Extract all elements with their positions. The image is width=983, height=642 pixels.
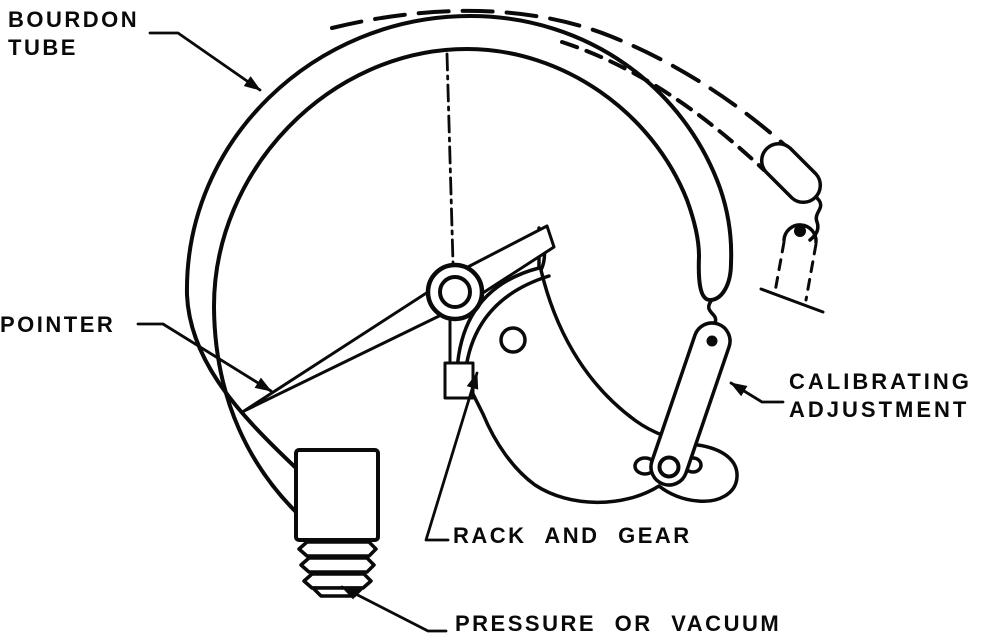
label-pointer: POINTER — [0, 312, 116, 337]
label-bourdon-tube: BOURDON TUBE — [8, 6, 139, 62]
break-slash — [759, 287, 825, 314]
pressure-fitting — [294, 448, 380, 598]
label-calibrating-line2: ADJUSTMENT — [789, 397, 970, 422]
label-bourdon-tube-line1: BOURDON — [8, 7, 140, 32]
gear-sector-rim — [463, 274, 551, 378]
leader-rack-and-gear — [424, 371, 479, 542]
bourdon-tube-deflected-dashed — [330, 8, 825, 314]
pointer-alternate-dashdot — [445, 52, 455, 265]
leader-lines — [136, 31, 785, 633]
label-pressure-or-vacuum: PRESSURE OR VACUUM — [455, 611, 782, 636]
pointer-hub — [425, 262, 485, 322]
label-bourdon-tube-line2: TUBE — [8, 35, 78, 60]
leader-pressure-vacuum — [340, 585, 448, 633]
tube-end-block-deflected — [760, 142, 822, 204]
plate-hole — [499, 326, 527, 354]
fitting-threads — [297, 540, 378, 558]
fitting-block — [294, 448, 380, 542]
link-bottom-pivot — [657, 455, 681, 479]
leader-calibrating — [729, 381, 785, 404]
label-calibrating-adjustment: CALIBRATING ADJUSTMENT — [789, 368, 972, 424]
pivot-dot-deflected — [794, 225, 806, 237]
leader-pointer — [136, 322, 273, 393]
label-calibrating-line1: CALIBRATING — [789, 369, 972, 394]
label-rack-and-gear: RACK AND GEAR — [453, 523, 692, 548]
link-top-pivot-dot — [706, 335, 718, 347]
calibrating-link — [649, 321, 732, 487]
leader-bourdon-tube — [148, 31, 262, 92]
